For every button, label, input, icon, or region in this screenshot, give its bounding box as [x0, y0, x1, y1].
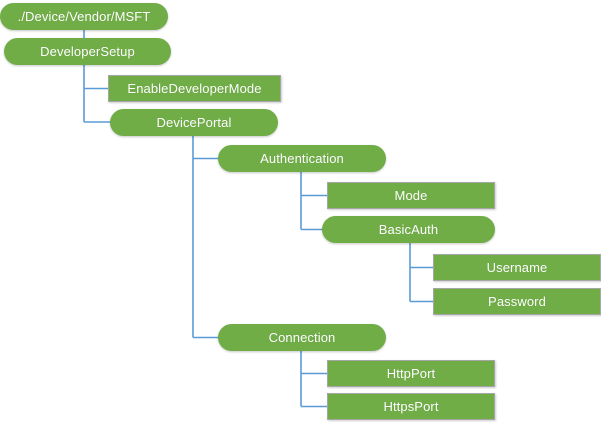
- node-authentication[interactable]: Authentication: [218, 145, 386, 172]
- node-authentication-label: Authentication: [260, 151, 344, 166]
- node-password[interactable]: Password: [433, 288, 601, 315]
- node-httpsport[interactable]: HttpsPort: [327, 393, 495, 420]
- node-httpport[interactable]: HttpPort: [327, 360, 495, 387]
- node-httpport-label: HttpPort: [386, 366, 436, 381]
- node-basicauth-label: BasicAuth: [378, 222, 439, 237]
- node-enabledevelopermode[interactable]: EnableDeveloperMode: [108, 75, 281, 102]
- node-username-label: Username: [486, 260, 548, 275]
- node-root[interactable]: ./Device/Vendor/MSFT: [0, 3, 168, 30]
- node-mode[interactable]: Mode: [327, 182, 495, 209]
- node-developersetup-label: DeveloperSetup: [40, 44, 135, 59]
- node-connection[interactable]: Connection: [218, 324, 386, 351]
- node-connection-label: Connection: [268, 330, 336, 345]
- node-developersetup[interactable]: DeveloperSetup: [4, 38, 171, 65]
- node-deviceportal-label: DevicePortal: [156, 115, 232, 130]
- node-deviceportal[interactable]: DevicePortal: [110, 109, 278, 136]
- node-username[interactable]: Username: [433, 254, 601, 281]
- node-httpsport-label: HttpsPort: [383, 399, 439, 414]
- node-enabledevelopermode-label: EnableDeveloperMode: [127, 81, 262, 96]
- node-basicauth[interactable]: BasicAuth: [322, 216, 495, 243]
- node-password-label: Password: [488, 294, 546, 309]
- node-mode-label: Mode: [394, 188, 428, 203]
- node-root-label: ./Device/Vendor/MSFT: [17, 9, 151, 24]
